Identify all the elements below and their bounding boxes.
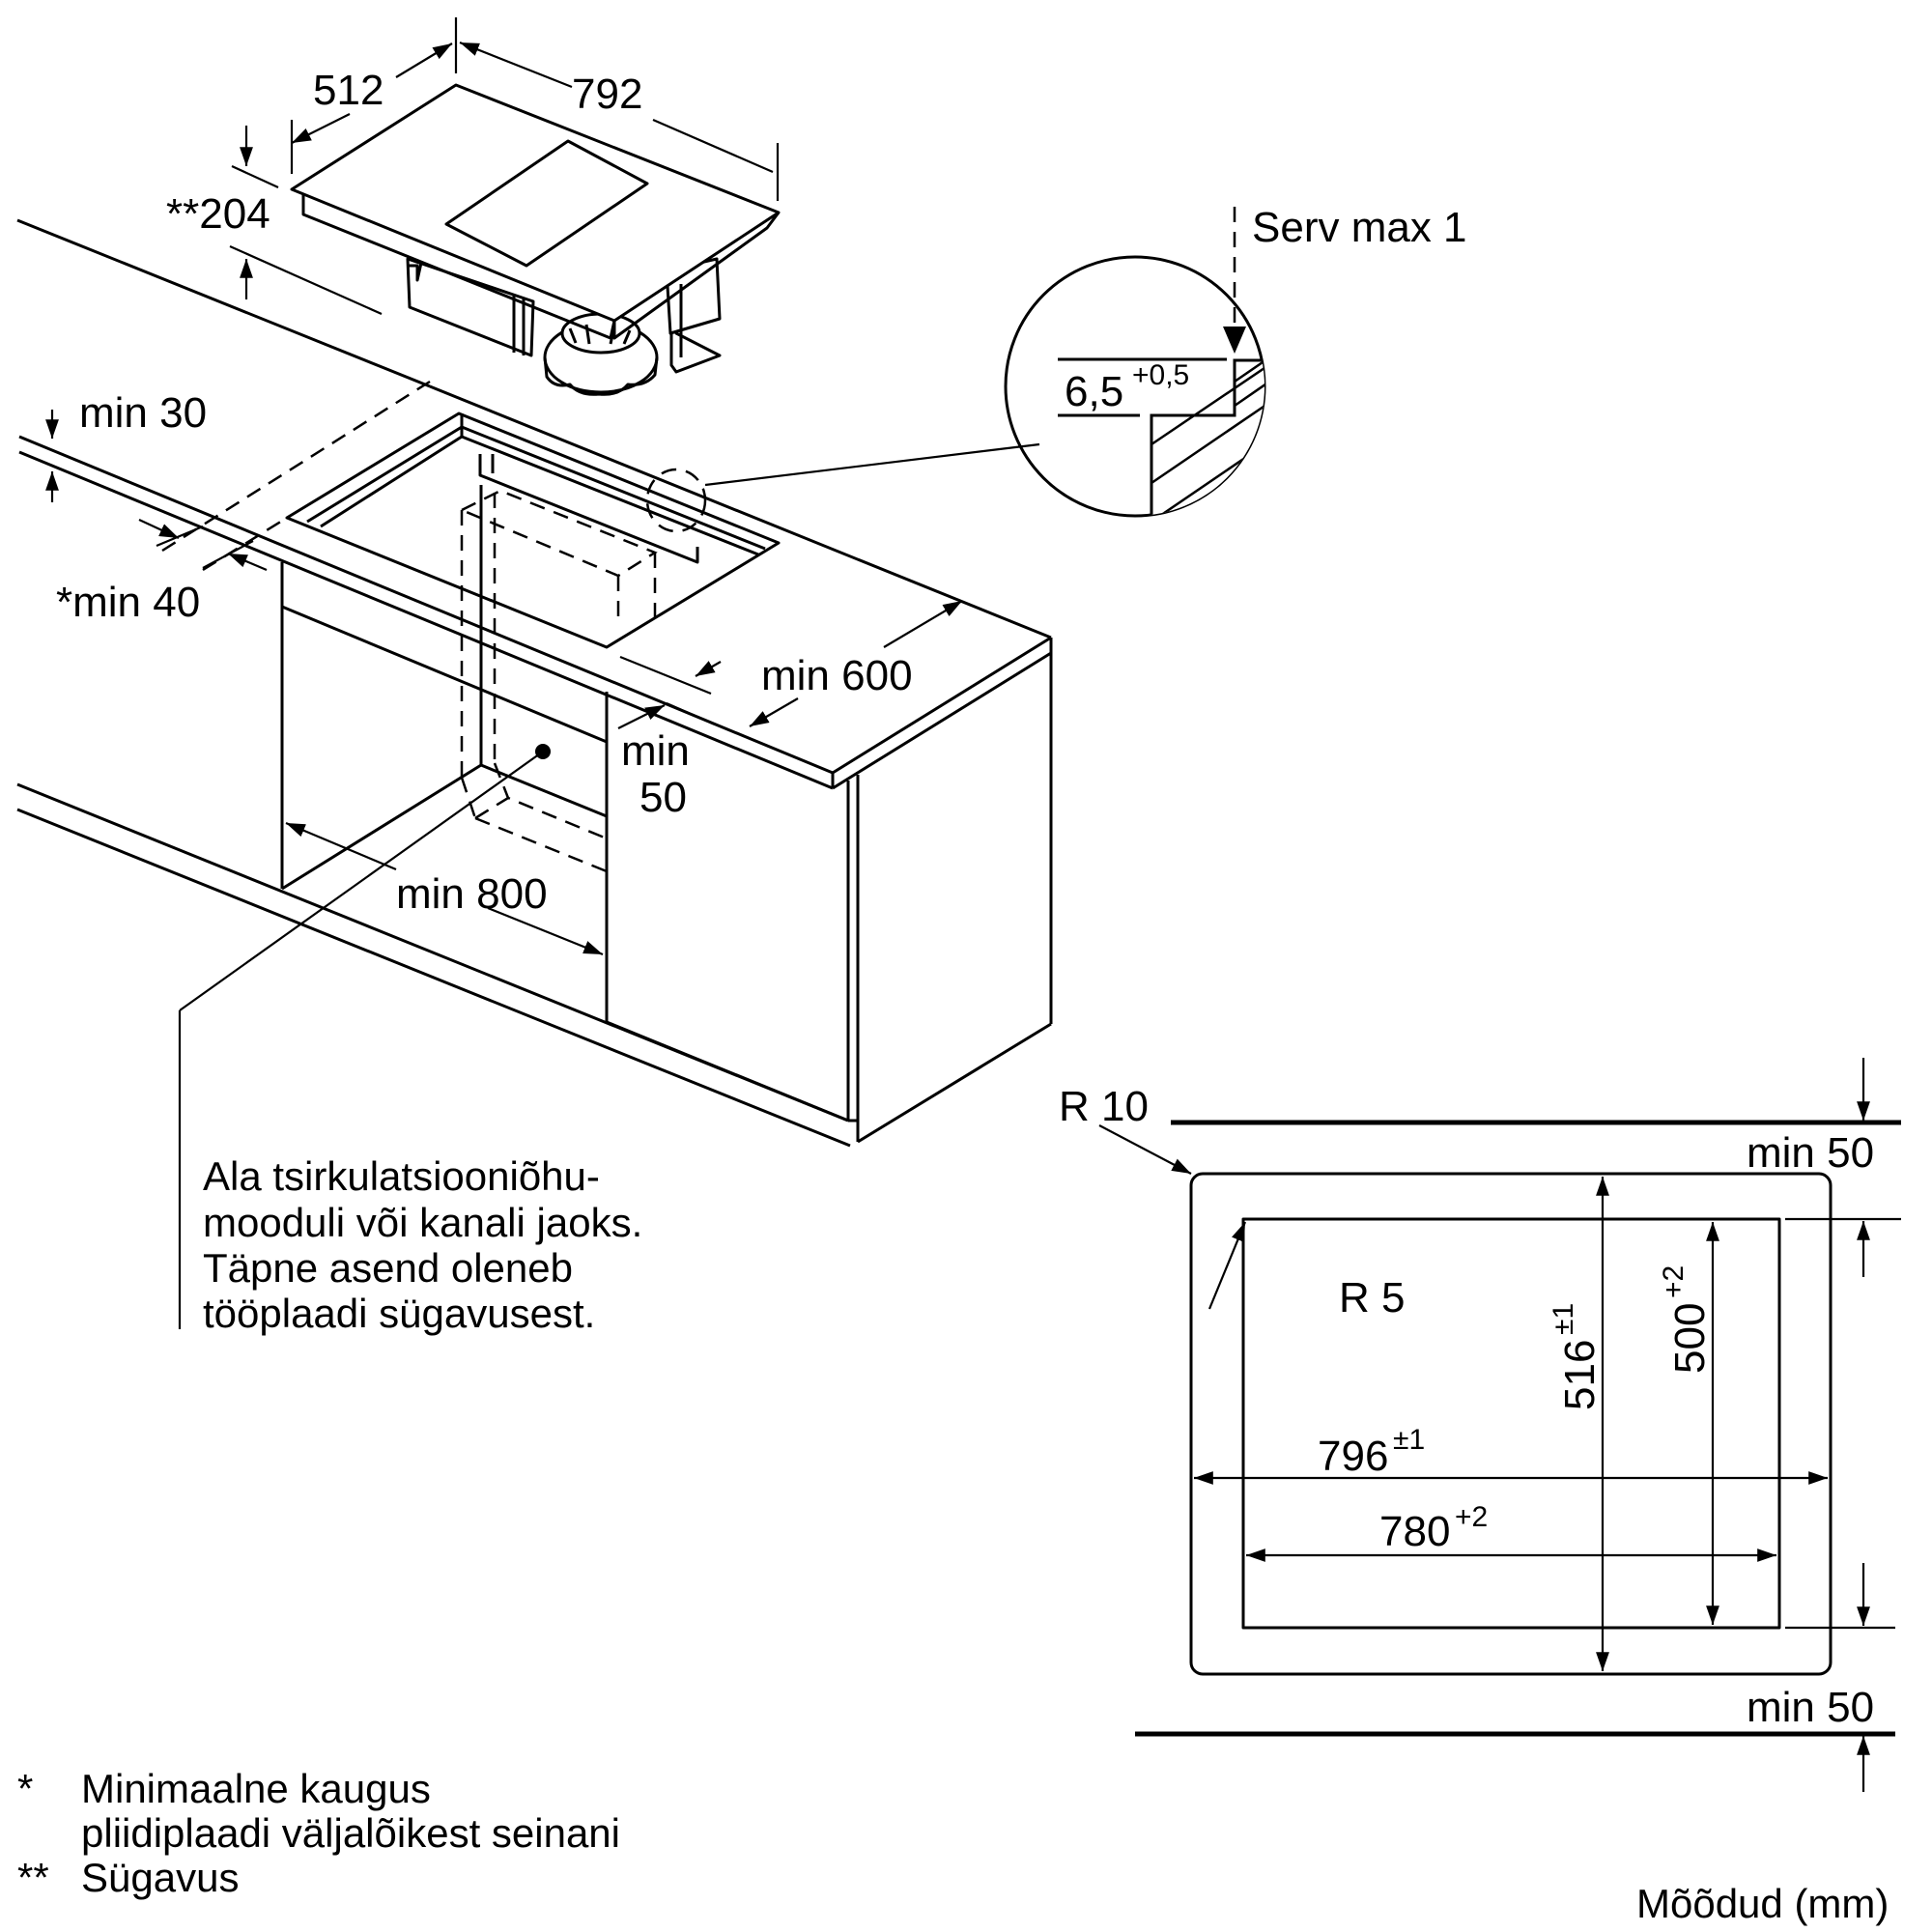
units-label: Mõõdud (mm) xyxy=(1636,1881,1889,1926)
inner-cutout xyxy=(1241,1217,1781,1630)
edge-label: Serv max 1 xyxy=(1252,204,1467,251)
front-edge-label-2: 50 xyxy=(639,774,687,821)
cutout-plan xyxy=(1098,1058,1901,1792)
hob-height-label: **204 xyxy=(166,190,270,238)
footnote-marker-2: ** xyxy=(17,1855,49,1900)
arrow-down-icon xyxy=(1223,327,1246,354)
inner-radius-label: R 5 xyxy=(1339,1274,1405,1321)
wall-distance-label: *min 40 xyxy=(56,579,200,626)
detail-marker xyxy=(645,468,707,533)
footnote-2-line-1: Sügavus xyxy=(81,1855,239,1900)
top-margin-label: min 50 xyxy=(1747,1129,1874,1177)
rebate-value: 6,5 xyxy=(1065,368,1123,415)
hob-appliance xyxy=(290,83,781,396)
inner-depth-tol: +2 xyxy=(1658,1265,1690,1298)
hob-fan-housing-left xyxy=(406,257,535,357)
inner-width-label: 780 xyxy=(1379,1508,1450,1555)
callout-line-4: tööplaadi sügavusest. xyxy=(203,1291,595,1336)
outer-depth-tol: ±1 xyxy=(1548,1303,1579,1335)
hob-dimension-lines xyxy=(229,17,780,316)
rebate-tolerance: +0,5 xyxy=(1132,359,1189,391)
footnote-1-line-1: Minimaalne kaugus xyxy=(81,1766,431,1811)
outer-depth-label: 516 xyxy=(1556,1340,1604,1410)
top-thickness-label: min 30 xyxy=(79,389,207,437)
outer-cutout xyxy=(1189,1172,1833,1676)
outer-width-label: 796 xyxy=(1318,1433,1388,1480)
callout-line-2: mooduli või kanali jaoks. xyxy=(203,1200,642,1245)
cooking-zone xyxy=(444,139,649,268)
callout-line-1: Ala tsirkulatsiooniõhu- xyxy=(203,1153,600,1199)
callout-line-3: Täpne asend oleneb xyxy=(203,1245,573,1291)
outer-width-tol: ±1 xyxy=(1393,1424,1425,1456)
front-edge-label-1: min xyxy=(621,727,690,775)
worktop-dimension-lines xyxy=(45,410,963,956)
cabinet-width-label: min 800 xyxy=(396,870,548,918)
worktop-depth-label: min 600 xyxy=(761,652,913,699)
hob-depth-label: 512 xyxy=(313,67,384,114)
bottom-margin-label: min 50 xyxy=(1747,1684,1874,1731)
footnote-1-line-2: pliidiplaadi väljalõikest seinani xyxy=(81,1810,620,1856)
callout-leader xyxy=(178,744,551,1329)
outer-radius-label: R 10 xyxy=(1059,1083,1149,1130)
inner-depth-label: 500 xyxy=(1666,1303,1714,1374)
footnote-marker-1: * xyxy=(17,1766,33,1811)
hob-width-label: 792 xyxy=(572,71,642,118)
inner-width-tol: +2 xyxy=(1455,1501,1488,1533)
